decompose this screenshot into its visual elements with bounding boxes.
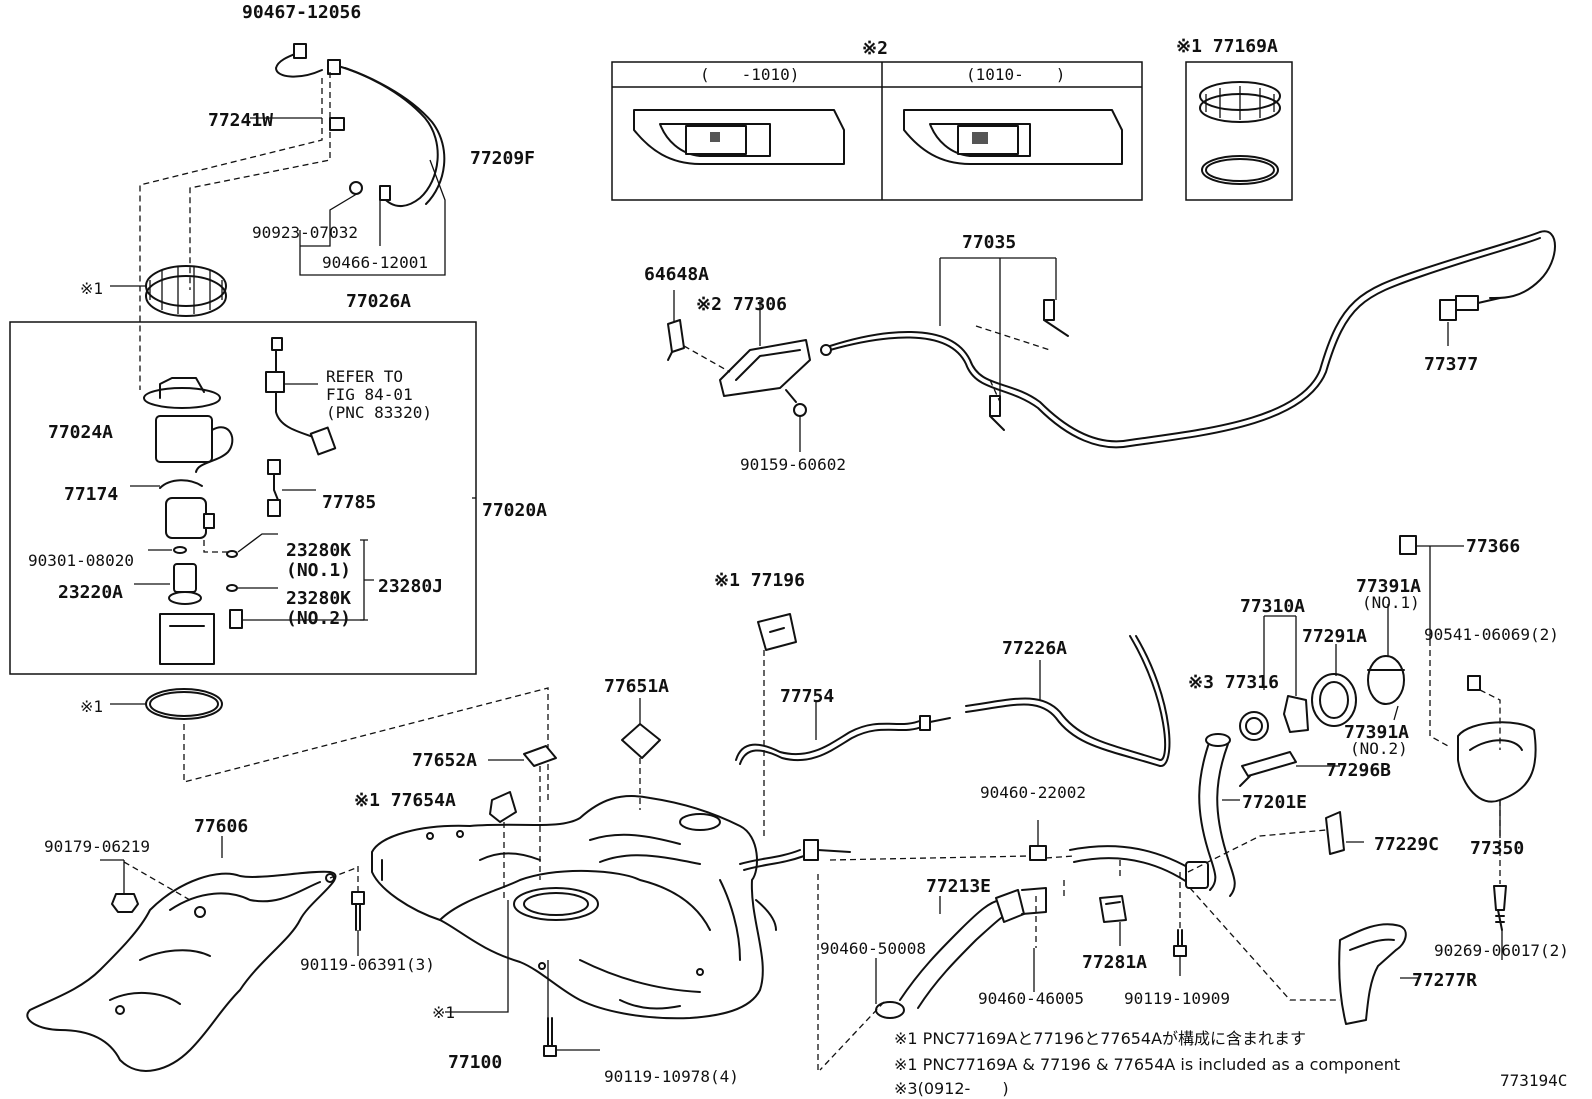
retaining-ring: [110, 265, 227, 317]
label-inset-mark2: ※2: [862, 38, 888, 59]
label-77100: 77100: [448, 1052, 502, 1073]
diagram-id: 773194C: [1500, 1071, 1567, 1090]
label-77226A: 77226A: [1002, 638, 1067, 659]
fuel-pump-assembly: [130, 337, 476, 665]
fuel-tank: [371, 795, 851, 1042]
note-line-3: ※3(0912- ): [894, 1079, 1009, 1098]
heat-insulator: [26, 836, 357, 1072]
misc-clips: [829, 811, 1364, 880]
label-77391A-no2: (NO.2): [1350, 739, 1408, 758]
hose-clamp: [1099, 895, 1127, 946]
label-90179-06219: 90179-06219: [44, 837, 150, 856]
label-90541: 90541-06069(2): [1424, 625, 1559, 644]
label-64648A: 64648A: [644, 264, 709, 285]
filler-protector: [1189, 887, 1420, 1025]
label-pnc: (PNC 83320): [326, 403, 432, 422]
label-inset-col2: (1010- ): [966, 65, 1065, 84]
label-77277R: 77277R: [1412, 970, 1477, 991]
tank-gasket: [110, 687, 549, 800]
label-23280J: 23280J: [378, 576, 443, 597]
fuel-door-cable: [820, 230, 1556, 449]
label-90466-12001: 90466-12001: [322, 253, 428, 272]
filler-neck-assembly: [1069, 604, 1405, 897]
label-77213E: 77213E: [926, 876, 991, 897]
label-90159-60602: 90159-60602: [740, 455, 846, 474]
label-23280K-1: 23280K: [286, 540, 351, 561]
label-77026A: 77026A: [346, 291, 411, 312]
label-fig: FIG 84-01: [326, 385, 413, 404]
label-77209F: 77209F: [470, 148, 535, 169]
fuel-door-opener-switch: [667, 290, 811, 452]
label-23220A: 23220A: [58, 582, 123, 603]
label-77035: 77035: [962, 232, 1016, 253]
label-77366: 77366: [1466, 536, 1520, 557]
tank-pads: [488, 698, 661, 900]
label-90460-50008: 90460-50008: [820, 939, 926, 958]
label-77391A-no1: (NO.1): [1362, 593, 1420, 612]
footnotes: ※1 PNC77169Aと77196と77654Aが構成に含まれます ※1 PN…: [894, 1029, 1567, 1098]
note-line-ja: ※1 PNC77169Aと77196と77654Aが構成に含まれます: [894, 1029, 1306, 1048]
label-77310A: 77310A: [1240, 596, 1305, 617]
label-77652A: 77652A: [412, 750, 477, 771]
ring-kit-inset: [1185, 61, 1293, 201]
label-90923-07032: 90923-07032: [252, 223, 358, 242]
label-90119-10909: 90119-10909: [1124, 989, 1230, 1008]
note-line-en: ※1 PNC77169A & 77196 & 77654A is include…: [894, 1055, 1400, 1074]
label-77391A-2: 77391A: [1344, 722, 1409, 743]
label-77196: ※1 77196: [714, 570, 805, 591]
label-77754: 77754: [780, 686, 834, 707]
label-inset-col1: ( -1010): [700, 65, 799, 84]
label-77169A: ※1 77169A: [1176, 36, 1278, 57]
label-77020A: 77020A: [482, 500, 547, 521]
evap-vent-tubes: [735, 613, 1171, 836]
label-77291A: 77291A: [1302, 626, 1367, 647]
label-77229C: 77229C: [1374, 834, 1439, 855]
label-23280K-2: 23280K: [286, 588, 351, 609]
label-77785: 77785: [322, 492, 376, 513]
label-90119-10978: 90119-10978(4): [604, 1067, 739, 1086]
fuel-door-opener-inset: [611, 61, 1143, 201]
fuel-door-box: [1399, 535, 1537, 960]
label-mark1-ring: ※1: [80, 279, 103, 298]
label-mark1-tank: ※1: [432, 1003, 455, 1022]
label-77281A: 77281A: [1082, 952, 1147, 973]
label-77606: 77606: [194, 816, 248, 837]
label-77654A: ※1 77654A: [354, 790, 456, 811]
bolts: [100, 859, 1187, 1057]
label-90119-06391: 90119-06391(3): [300, 955, 435, 974]
fuel-tube-assembly: [139, 43, 446, 390]
label-77306: ※2 77306: [696, 294, 787, 315]
label-77024A: 77024A: [48, 422, 113, 443]
label-no2: (NO.2): [286, 608, 351, 629]
label-90269: 90269-06017(2): [1434, 941, 1569, 960]
label-90460-46005: 90460-46005: [978, 989, 1084, 1008]
label-mark1-gasket: ※1: [80, 697, 103, 716]
label-77201E: 77201E: [1242, 792, 1307, 813]
label-90301-08020: 90301-08020: [28, 551, 134, 570]
label-90460-22002: 90460-22002: [980, 783, 1086, 802]
label-refer-to: REFER TO: [326, 367, 403, 386]
part-labels: 90467-12056 77241W 77209F 90923-07032 90…: [28, 2, 1569, 1086]
label-77296B: 77296B: [1326, 760, 1391, 781]
label-77391A-1: 77391A: [1356, 576, 1421, 597]
label-77651A: 77651A: [604, 676, 669, 697]
label-77174: 77174: [64, 484, 118, 505]
label-77241W: 77241W: [208, 110, 273, 131]
filler-hose: [819, 880, 1065, 1071]
label-77316: ※3 77316: [1188, 672, 1279, 693]
label-77350: 77350: [1470, 838, 1524, 859]
label-77377: 77377: [1424, 354, 1478, 375]
label-90467-12056: 90467-12056: [242, 2, 361, 23]
label-no1: (NO.1): [286, 560, 351, 581]
